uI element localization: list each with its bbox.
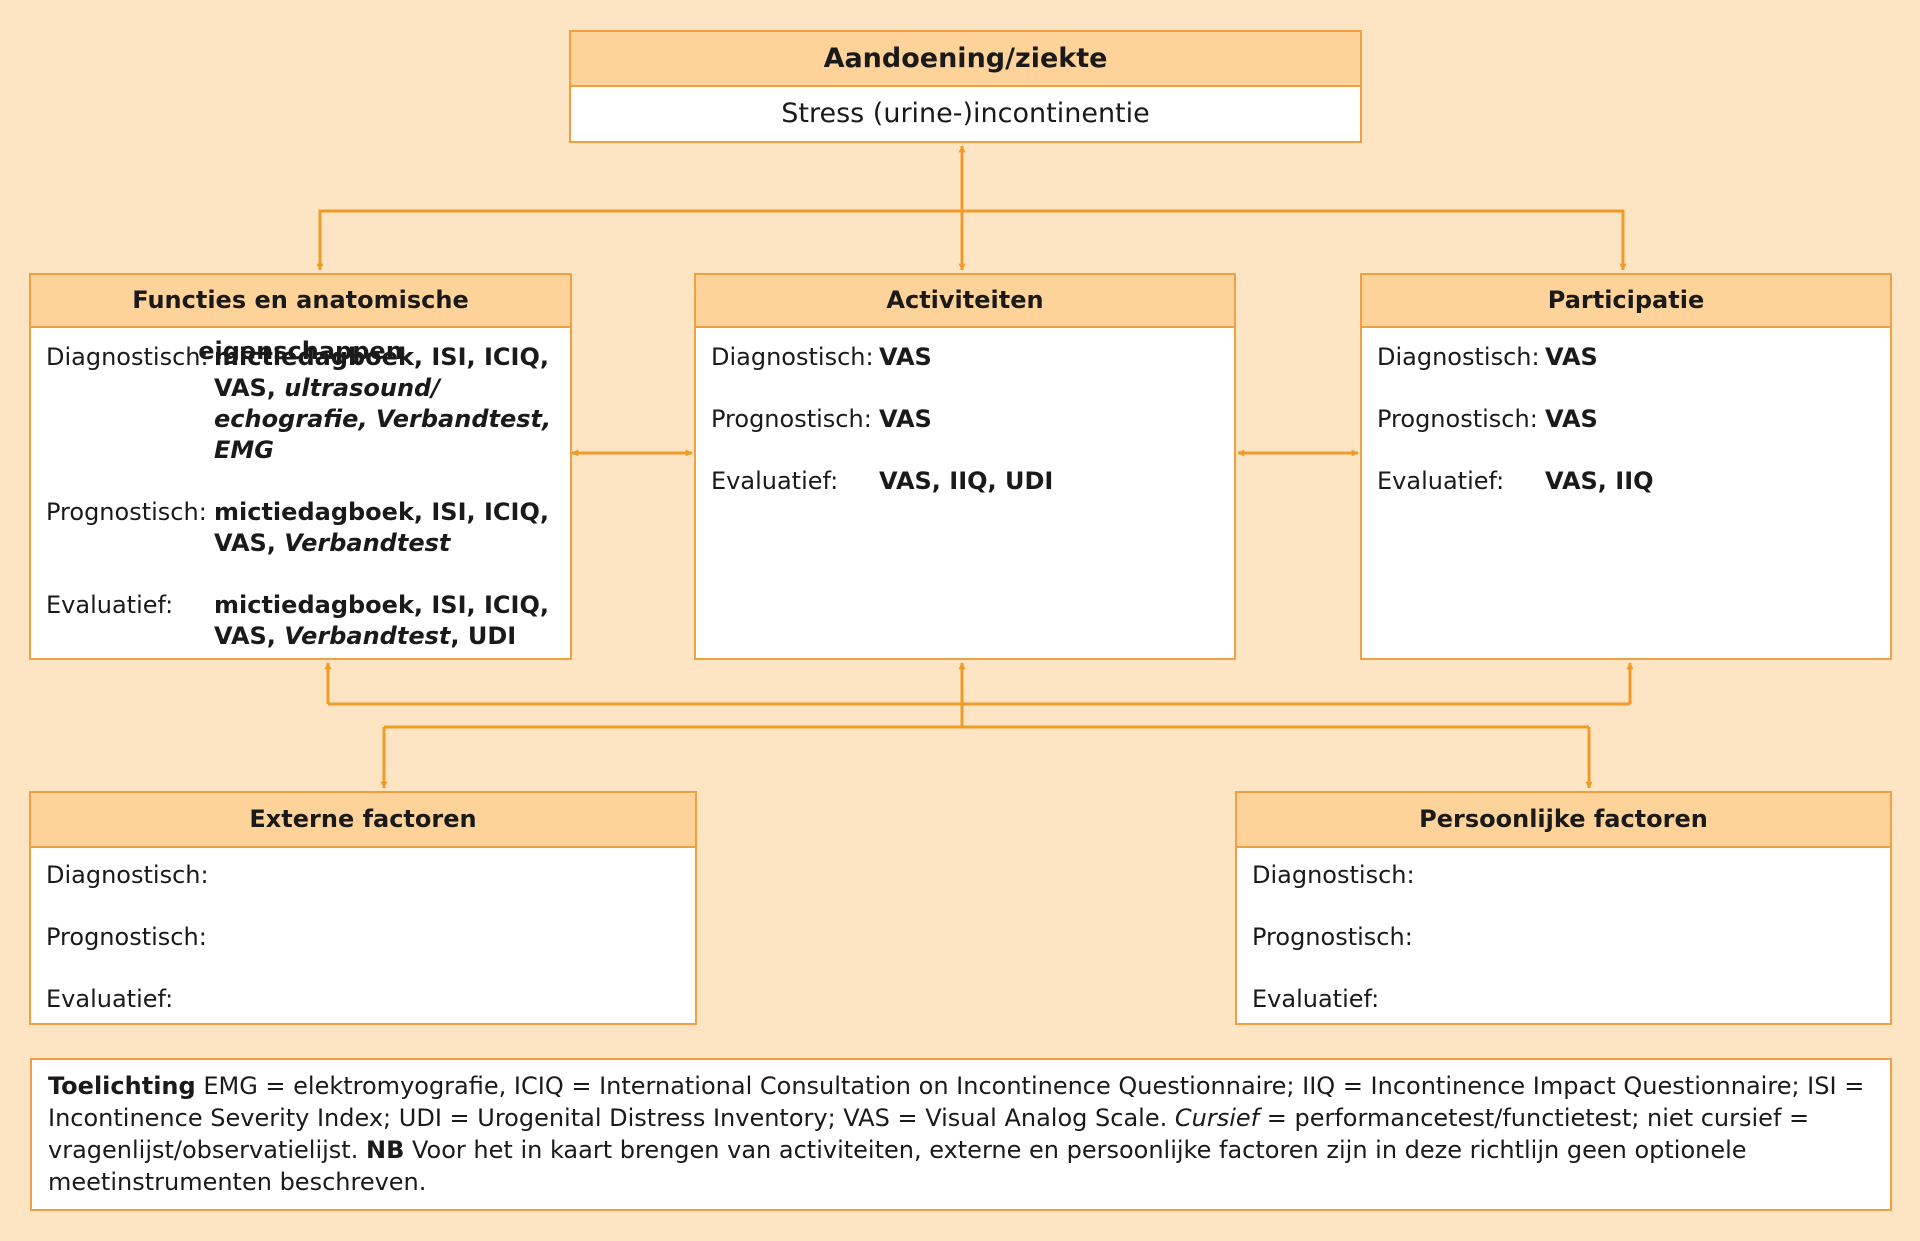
legend-toelichting: Toelichting [48,1072,196,1100]
functies-diag-line3: echografie, Verbandtest, [214,405,552,433]
externe-title: Externe factoren [31,793,695,848]
persoonlijke-body: Diagnostisch: Prognostisch: Evaluatief: [1237,848,1890,1015]
arrow-top-participatie [962,209,1627,271]
activiteiten-diagnostisch-label: Diagnostisch: [711,343,874,371]
participatie-diagnostisch-label: Diagnostisch: [1377,343,1540,371]
legend-nb: NB [365,1136,405,1164]
participatie-prognostisch-label: Prognostisch: [1377,405,1538,433]
externe-diagnostisch-label: Diagnostisch: [46,861,209,889]
legend-text2: = performancetest/functietest; niet curs… [48,1104,1810,1164]
functies-prog-line2b: Verbandtest [284,529,451,557]
externe-prognostisch-label: Prognostisch: [46,923,207,951]
participatie-diagnostisch-row: Diagnostisch: VAS [1377,342,1890,373]
functies-diagnostisch-value: mictiedagboek, ISI, ICIQ, VAS, ultrasoun… [214,342,551,466]
activiteiten-box: Activiteiten Diagnostisch: VAS Prognosti… [694,273,1236,660]
functies-eval-line2b: Verbandtest [284,622,451,650]
persoonlijke-evaluatief-label: Evaluatief: [1252,985,1380,1013]
externe-evaluatief-label: Evaluatief: [46,985,174,1013]
condition-box: Aandoening/ziekte Stress (urine-)inconti… [569,30,1362,143]
functies-prognostisch-label: Prognostisch: [46,498,207,526]
activiteiten-title: Activiteiten [696,275,1234,328]
activiteiten-prognostisch-row: Prognostisch: VAS [711,404,1234,435]
functies-body: Diagnostisch: mictiedagboek, ISI, ICIQ, … [31,328,570,652]
condition-name: Stress (urine-)incontinentie [781,98,1150,129]
persoonlijke-factoren-box: Persoonlijke factoren Diagnostisch: Prog… [1235,791,1892,1025]
persoonlijke-prognostisch-label: Prognostisch: [1252,923,1413,951]
legend-box: Toelichting EMG = elektromyografie, ICIQ… [30,1058,1892,1211]
persoonlijke-title: Persoonlijke factoren [1237,793,1890,848]
functies-diagnostisch-label: Diagnostisch: [46,343,209,371]
functies-prog-line2a: VAS, [214,529,285,557]
functies-evaluatief-value: mictiedagboek, ISI, ICIQ, VAS, Verbandte… [214,590,549,652]
functies-prognostisch-row: Prognostisch: mictiedagboek, ISI, ICIQ, … [46,497,570,559]
condition-title: Aandoening/ziekte [571,32,1360,87]
functies-prog-line1: mictiedagboek, ISI, ICIQ, [214,498,549,526]
functies-evaluatief-row: Evaluatief: mictiedagboek, ISI, ICIQ, VA… [46,590,570,652]
activiteiten-evaluatief-row: Evaluatief: VAS, IIQ, UDI [711,466,1234,497]
legend-cursief: Cursief [1174,1104,1260,1132]
participatie-evaluatief-value: VAS, IIQ [1545,467,1654,495]
activiteiten-diagnostisch-value: VAS [879,343,932,371]
participatie-prognostisch-row: Prognostisch: VAS [1377,404,1890,435]
legend-text1: EMG = elektromyografie, ICIQ = Internati… [48,1072,1865,1132]
participatie-body: Diagnostisch: VAS Prognostisch: VAS Eval… [1362,328,1890,497]
participatie-evaluatief-label: Evaluatief: [1377,467,1505,495]
activiteiten-body: Diagnostisch: VAS Prognostisch: VAS Eval… [696,328,1234,497]
functies-diag-line2a: VAS, [214,374,285,402]
functies-eval-line2c: , UDI [450,622,517,650]
activiteiten-evaluatief-value: VAS, IIQ, UDI [879,467,1054,495]
externe-body: Diagnostisch: Prognostisch: Evaluatief: [31,848,695,1015]
activiteiten-evaluatief-label: Evaluatief: [711,467,839,495]
participatie-diagnostisch-value: VAS [1545,343,1598,371]
legend-text3: Voor het in kaart brengen van activiteit… [48,1136,1747,1196]
functies-diagnostisch-row: Diagnostisch: mictiedagboek, ISI, ICIQ, … [46,342,570,466]
functies-box: Functies en anatomische eigenschappen Di… [29,273,572,660]
participatie-title: Participatie [1362,275,1890,328]
functies-diag-line4: EMG [214,436,274,464]
functies-eval-line1: mictiedagboek, ISI, ICIQ, [214,591,549,619]
functies-eval-line2a: VAS, [214,622,285,650]
participatie-evaluatief-row: Evaluatief: VAS, IIQ [1377,466,1890,497]
functies-evaluatief-label: Evaluatief: [46,591,174,619]
activiteiten-diagnostisch-row: Diagnostisch: VAS [711,342,1234,373]
persoonlijke-diagnostisch-label: Diagnostisch: [1252,861,1415,889]
functies-title: Functies en anatomische eigenschappen [31,275,570,365]
externe-factoren-box: Externe factoren Diagnostisch: Prognosti… [29,791,697,1025]
activiteiten-prognostisch-value: VAS [879,405,932,433]
functies-diag-line2b: ultrasound/ [284,374,440,402]
activiteiten-prognostisch-label: Prognostisch: [711,405,872,433]
functies-prognostisch-value: mictiedagboek, ISI, ICIQ, VAS, Verbandte… [214,497,549,559]
participatie-box: Participatie Diagnostisch: VAS Prognosti… [1360,273,1892,660]
participatie-prognostisch-value: VAS [1545,405,1598,433]
functies-diag-line1: mictiedagboek, ISI, ICIQ, [214,343,549,371]
arrow-top-functies [316,209,962,271]
